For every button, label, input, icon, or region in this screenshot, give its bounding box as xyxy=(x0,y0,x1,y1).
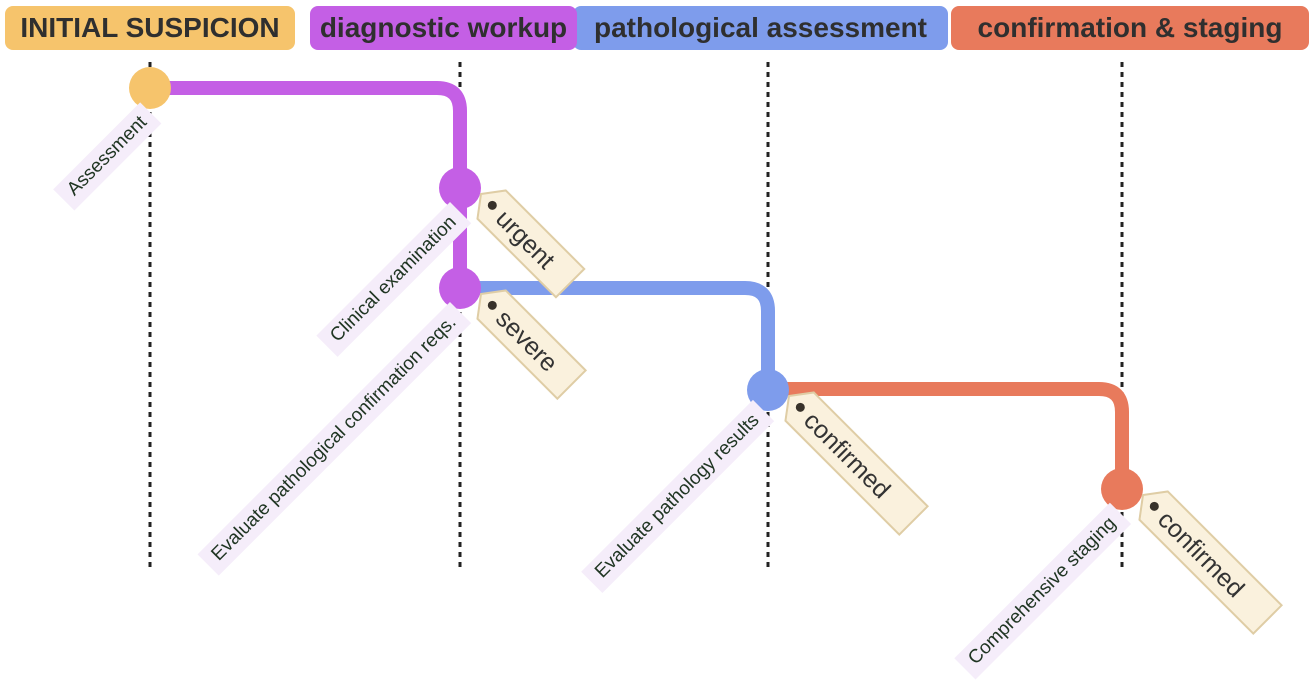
commit-dot-evaluate-confirmation-reqs xyxy=(439,267,481,309)
commit-dot-assessment xyxy=(129,67,171,109)
commit-dot-clinical-examination xyxy=(439,167,481,209)
branch-header-confirmation-staging: confirmation & staging xyxy=(951,6,1309,50)
tag-hole-icon xyxy=(795,402,805,412)
tag-hole-icon xyxy=(1149,501,1159,511)
tag-shape xyxy=(784,391,930,537)
tag-shape xyxy=(476,289,588,401)
branch-header-pathological-assessment: pathological assessment xyxy=(573,6,948,50)
tag-hole-icon xyxy=(487,200,497,210)
branch-line-diagnostic-workup xyxy=(150,81,467,288)
tag-shape xyxy=(476,189,586,299)
commit-dot-comprehensive-staging xyxy=(1101,468,1143,510)
commit-dot-evaluate-pathology-results xyxy=(747,369,789,411)
branch-header-diagnostic-workup: diagnostic workup xyxy=(310,6,577,50)
tag-shape xyxy=(1138,490,1284,636)
branch-header-initial-suspicion: INITIAL SUSPICION xyxy=(5,6,295,50)
branch-line-confirmation-staging xyxy=(768,382,1129,489)
tag-hole-icon xyxy=(487,300,497,310)
branch-line-pathological-assessment xyxy=(460,281,775,390)
tag-severe: severe xyxy=(464,277,590,403)
